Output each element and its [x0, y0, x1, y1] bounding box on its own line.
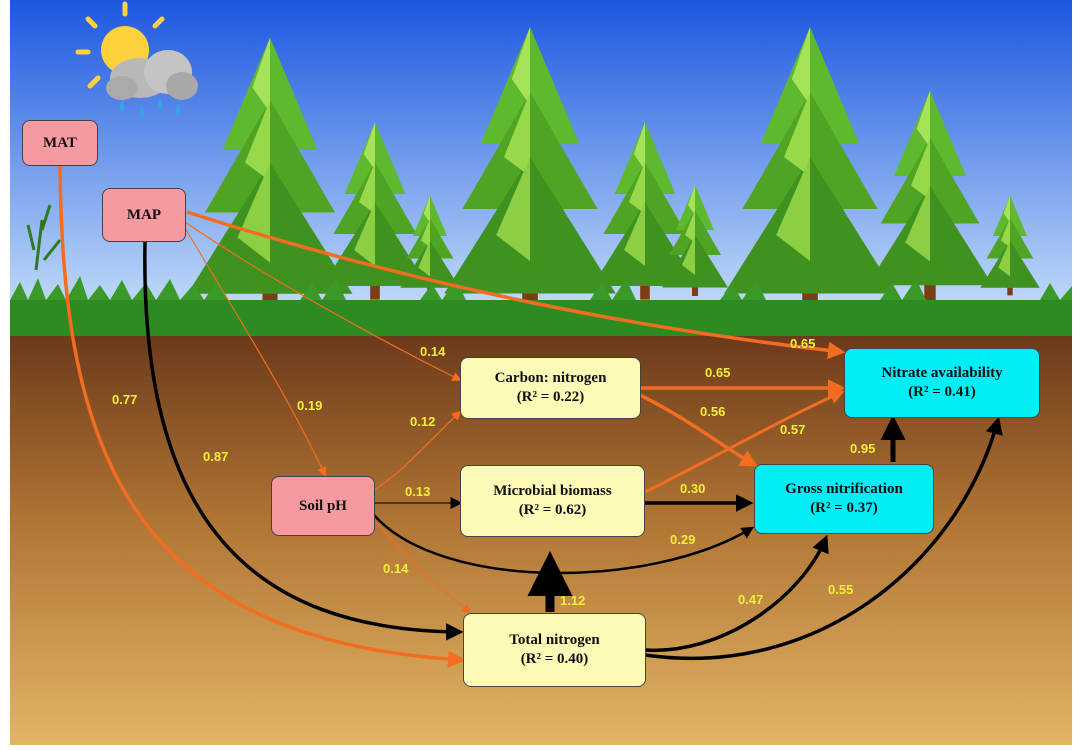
node-mat-label: MAT — [43, 134, 77, 151]
node-total-nitrogen-label: Total nitrogen — [509, 632, 600, 649]
node-carbon-nitrogen: Carbon: nitrogen (R² = 0.22) — [460, 357, 641, 419]
coef-cn-na: 0.65 — [705, 365, 731, 380]
node-nitrate-availability-r2: (R² = 0.41) — [908, 384, 976, 400]
path-mb-na — [644, 390, 845, 494]
coef-cn-gn: 0.56 — [700, 404, 726, 419]
path-tn-gn — [644, 534, 829, 652]
coef-ph-cn: 0.12 — [410, 414, 436, 429]
coef-ph-gn: 0.29 — [670, 532, 696, 547]
path-map-ph — [184, 227, 327, 477]
path-ph-tn — [373, 519, 472, 614]
coef-mb-gn: 0.30 — [680, 481, 706, 496]
coef-mat-tn: 0.77 — [112, 392, 138, 407]
path-cn-gn — [639, 393, 759, 467]
coef-gn-na: 0.95 — [850, 441, 876, 456]
node-gross-nitrification-r2: (R² = 0.37) — [810, 500, 878, 516]
coef-tn-mb: 1.12 — [560, 593, 586, 608]
coef-map-cn: 0.14 — [420, 344, 446, 359]
node-total-nitrogen-r2: (R² = 0.40) — [520, 651, 589, 667]
path-map-tn — [143, 241, 464, 641]
path-tn-na — [644, 416, 1003, 661]
coef-mb-na: 0.57 — [780, 422, 806, 437]
coef-ph-tn: 0.14 — [383, 561, 409, 576]
coef-map-na: 0.65 — [790, 336, 816, 351]
coef-map-ph: 0.19 — [297, 398, 323, 413]
coef-map-tn: 0.87 — [203, 449, 229, 464]
path-mat-tn — [58, 164, 466, 668]
node-nitrate-availability-label: Nitrate availability — [881, 365, 1003, 382]
node-gross-nitrification-label: Gross nitrification — [785, 481, 903, 498]
node-map-label: MAP — [126, 206, 162, 223]
node-mat: MAT — [22, 120, 98, 166]
path-map-na — [186, 210, 846, 360]
node-gross-nitrification: Gross nitrification (R² = 0.37) — [754, 464, 934, 534]
node-microbial-biomass-r2: (R² = 0.62) — [518, 502, 587, 518]
coef-tn-gn: 0.47 — [738, 592, 764, 607]
node-carbon-nitrogen-r2: (R² = 0.22) — [516, 389, 585, 405]
node-nitrate-availability: Nitrate availability (R² = 0.41) — [844, 348, 1040, 418]
node-carbon-nitrogen-label: Carbon: nitrogen — [494, 370, 607, 387]
path-ph-cn — [373, 410, 462, 491]
node-soil-ph-label: Soil pH — [299, 497, 347, 514]
node-map: MAP — [102, 188, 186, 242]
coef-ph-mb: 0.13 — [405, 484, 431, 499]
node-total-nitrogen: Total nitrogen (R² = 0.40) — [463, 613, 646, 687]
node-microbial-biomass-label: Microbial biomass — [493, 483, 612, 500]
node-soil-ph: Soil pH — [271, 476, 375, 536]
node-microbial-biomass: Microbial biomass (R² = 0.62) — [460, 465, 645, 537]
coef-tn-na: 0.55 — [828, 582, 854, 597]
path-map-cn — [184, 221, 462, 381]
sun-cloud-rain-icon — [75, 1, 198, 118]
